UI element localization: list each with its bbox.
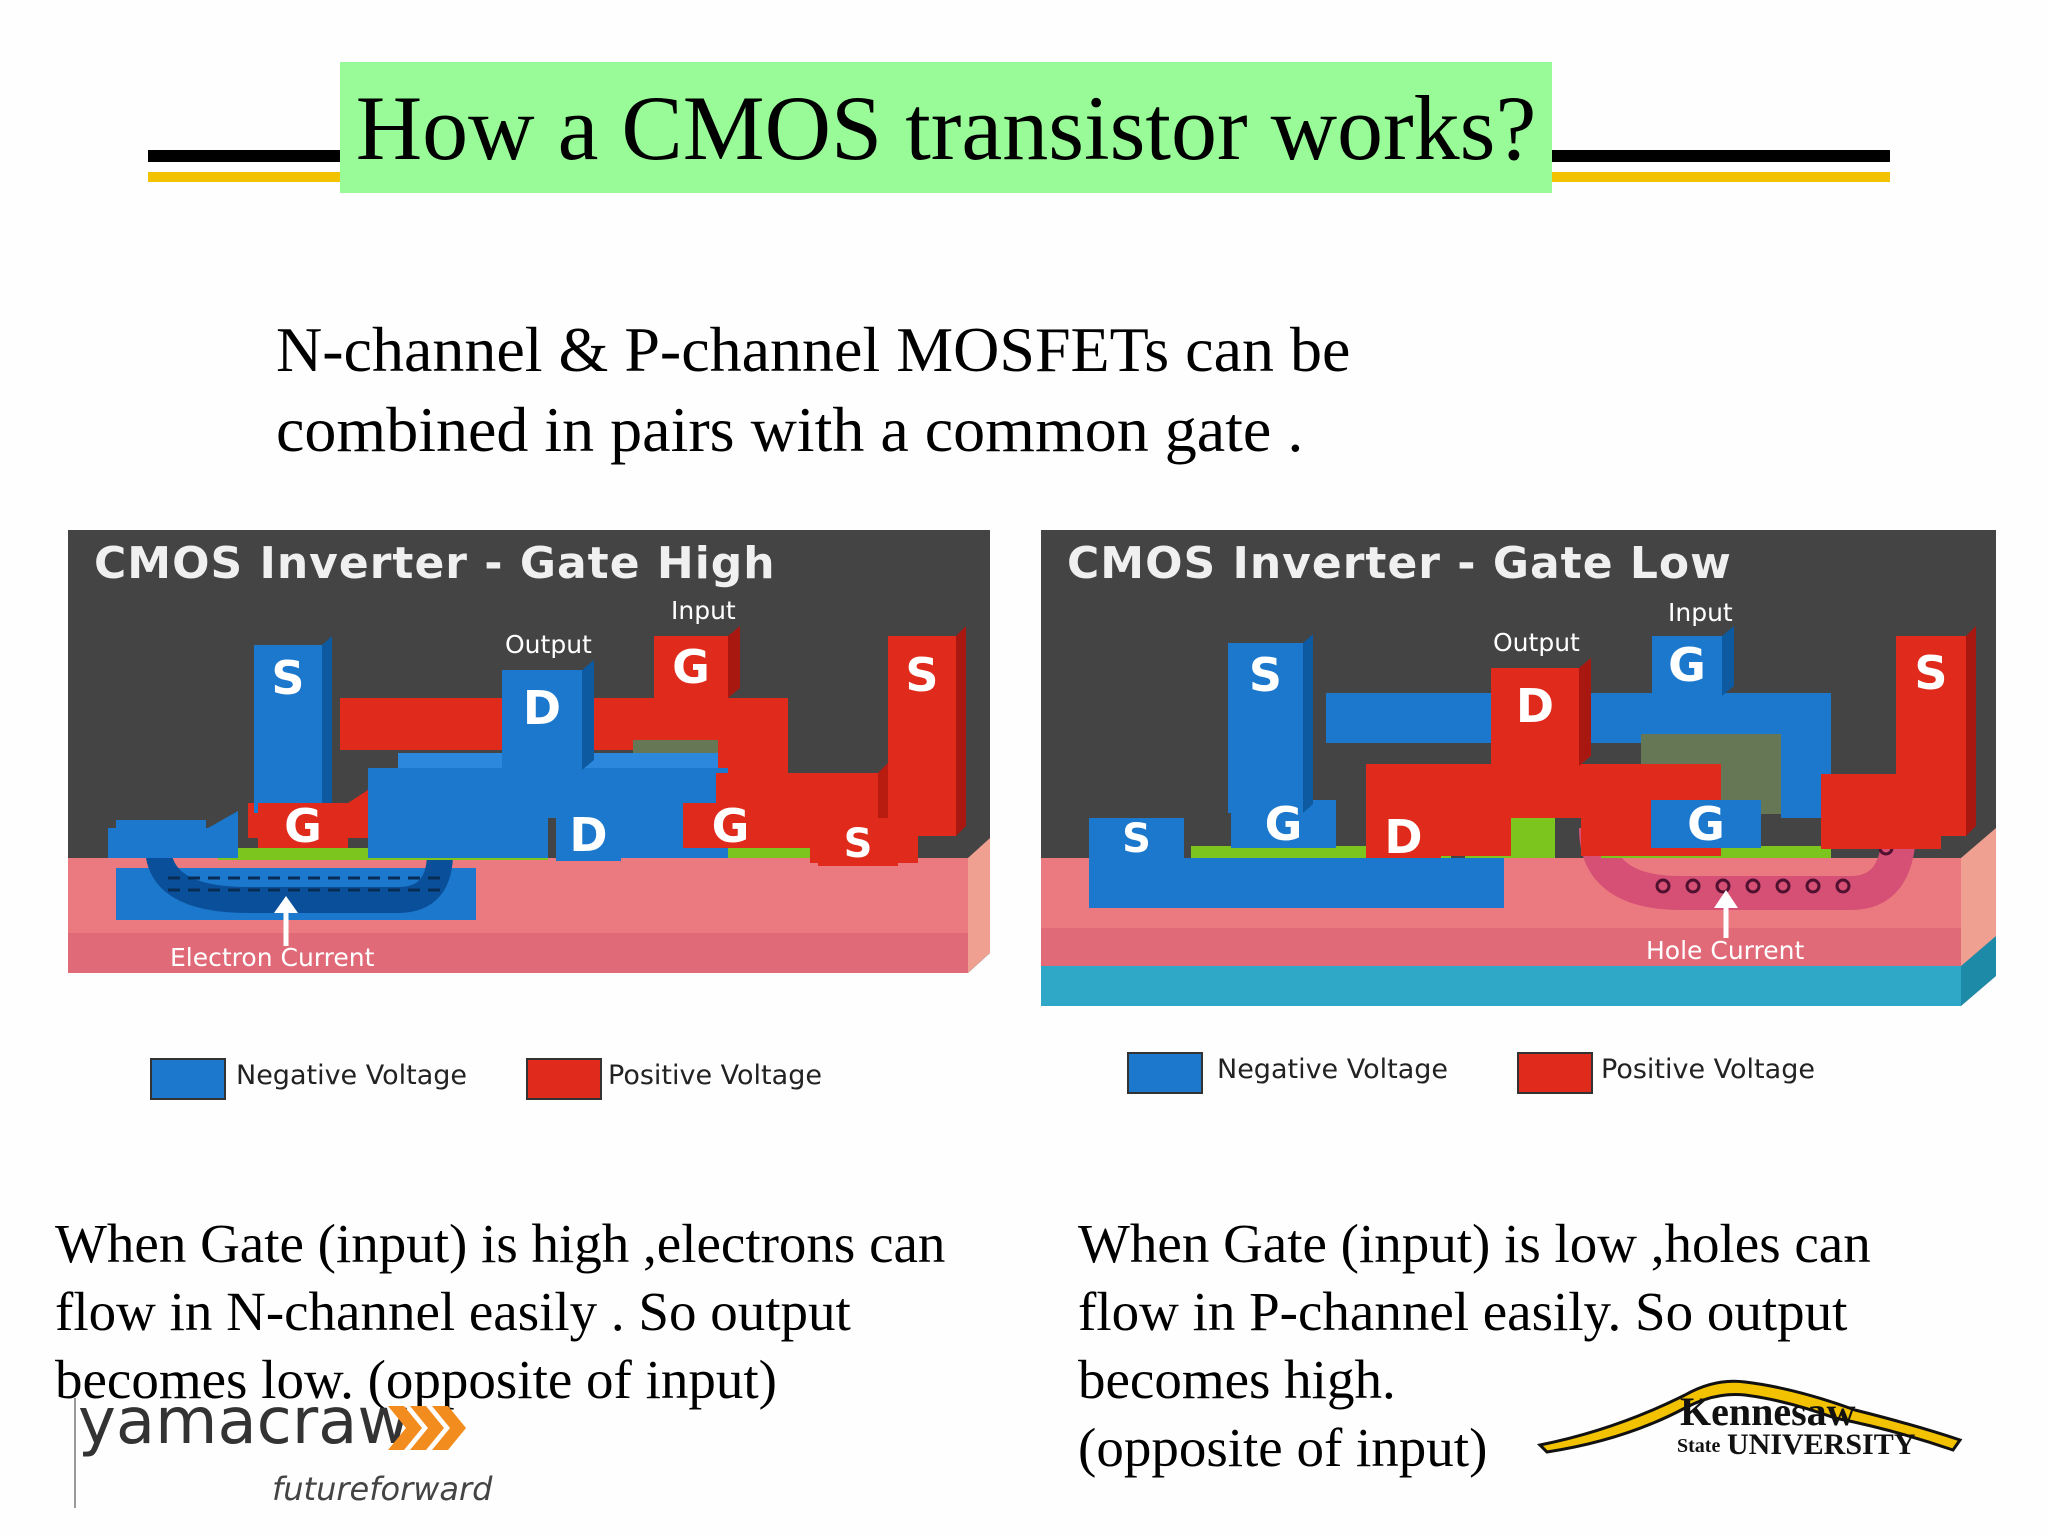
legend-negative-label: Negative Voltage <box>1217 1054 1449 1085</box>
block-source-right: S <box>905 648 939 702</box>
legend-negative-swatch <box>150 1058 226 1100</box>
input-label: Input <box>1668 598 1733 627</box>
ksu-state: State <box>1677 1435 1721 1457</box>
caption-left-line-1: When Gate (input) is high ,electrons can <box>55 1213 946 1274</box>
electron-current-label: Electron Current <box>170 943 375 972</box>
diagram-title: CMOS Inverter - Gate High <box>94 538 776 589</box>
ksu-name: Kennesaw <box>1680 1389 1856 1434</box>
yamacraw-logo: yamacraw futureforward <box>72 1390 492 1520</box>
drain-bridge <box>368 768 728 858</box>
slide-title-text: How a CMOS transistor works? <box>355 76 1537 179</box>
block-gate-input: G <box>672 640 710 694</box>
output-label: Output <box>1493 628 1580 657</box>
diagram-gate-high-graphic <box>68 530 990 973</box>
intro-line-1: N-channel & P-channel MOSFETs can be <box>276 314 1351 385</box>
legend-negative-swatch <box>1127 1052 1203 1094</box>
caption-right-line-2: flow in P-channel easily. So output <box>1078 1281 1848 1342</box>
caption-right-line-3: becomes high. <box>1078 1349 1396 1410</box>
legend-negative-label: Negative Voltage <box>236 1060 468 1091</box>
base-slab <box>1041 966 1961 1006</box>
caption-right-line-4: (opposite of input) <box>1078 1417 1488 1478</box>
output-label: Output <box>505 630 592 659</box>
chevron-arrows-icon <box>388 1406 466 1450</box>
legend-positive-swatch <box>526 1058 602 1100</box>
block-source-right: S <box>1914 646 1948 700</box>
title-rule-gold-right <box>1545 172 1890 182</box>
block-drain-output: D <box>522 680 562 735</box>
yamacraw-name: yamacraw <box>78 1385 410 1459</box>
block-source-left: S <box>1248 648 1283 702</box>
title-rule-black-left <box>148 150 348 162</box>
caption-left-line-2: flow in N-channel easily . So output <box>55 1281 851 1342</box>
caption-gate-low: When Gate (input) is low ,holes can flow… <box>1078 1210 1871 1482</box>
title-rule-gold-left <box>148 172 348 182</box>
caption-right-line-1: When Gate (input) is low ,holes can <box>1078 1213 1871 1274</box>
title-rule-black-right <box>1545 150 1890 162</box>
slide-title: How a CMOS transistor works? <box>340 62 1552 193</box>
ksu-logo: Kennesaw State UNIVERSITY <box>1535 1370 1965 1485</box>
legend-positive-label: Positive Voltage <box>1601 1054 1815 1085</box>
block-gate-input: G <box>1668 638 1706 692</box>
hole-current-arrow <box>1579 827 1916 910</box>
block-gate-right: G <box>1687 797 1725 851</box>
substrate-bottom <box>68 933 968 973</box>
block-drain-lower: D <box>1384 810 1423 864</box>
substrate-side <box>968 838 990 973</box>
electron-current-arrow <box>145 845 453 913</box>
hole-current-label: Hole Current <box>1646 936 1805 965</box>
diagram-title: CMOS Inverter - Gate Low <box>1067 538 1732 589</box>
intro-line-2: combined in pairs with a common gate . <box>276 394 1304 465</box>
block-gate-left: G <box>1264 797 1303 851</box>
block-drain-lower: D <box>569 808 608 862</box>
block-gate-left: G <box>284 798 322 853</box>
intro-text: N-channel & P-channel MOSFETs can be com… <box>276 310 1350 470</box>
yamacraw-tagline: futureforward <box>272 1470 493 1508</box>
caption-left-line-3: becomes low. (opposite of input) <box>55 1349 777 1410</box>
block-drain-output: D <box>1515 678 1555 733</box>
block-source-lower-right: S <box>843 820 873 867</box>
legend-positive-swatch <box>1517 1052 1593 1094</box>
block-source-left: S <box>271 651 305 705</box>
mountain-outline-icon <box>1536 1379 1963 1454</box>
diagram-gate-high: CMOS Inverter - Gate High Input Output S… <box>68 528 993 1100</box>
caption-gate-high: When Gate (input) is high ,electrons can… <box>55 1210 945 1414</box>
block-source-lower-left: S <box>1122 816 1151 862</box>
gate-bridge <box>340 698 788 828</box>
block-gate-right: G <box>711 798 750 853</box>
diagram-gate-low-graphic <box>1041 530 1996 1006</box>
diagram-gate-low: CMOS Inverter - Gate Low Input Output S … <box>1041 528 2001 1094</box>
ksu-university: UNIVERSITY <box>1727 1428 1916 1461</box>
legend-positive-label: Positive Voltage <box>608 1060 822 1091</box>
input-label: Input <box>671 596 736 625</box>
